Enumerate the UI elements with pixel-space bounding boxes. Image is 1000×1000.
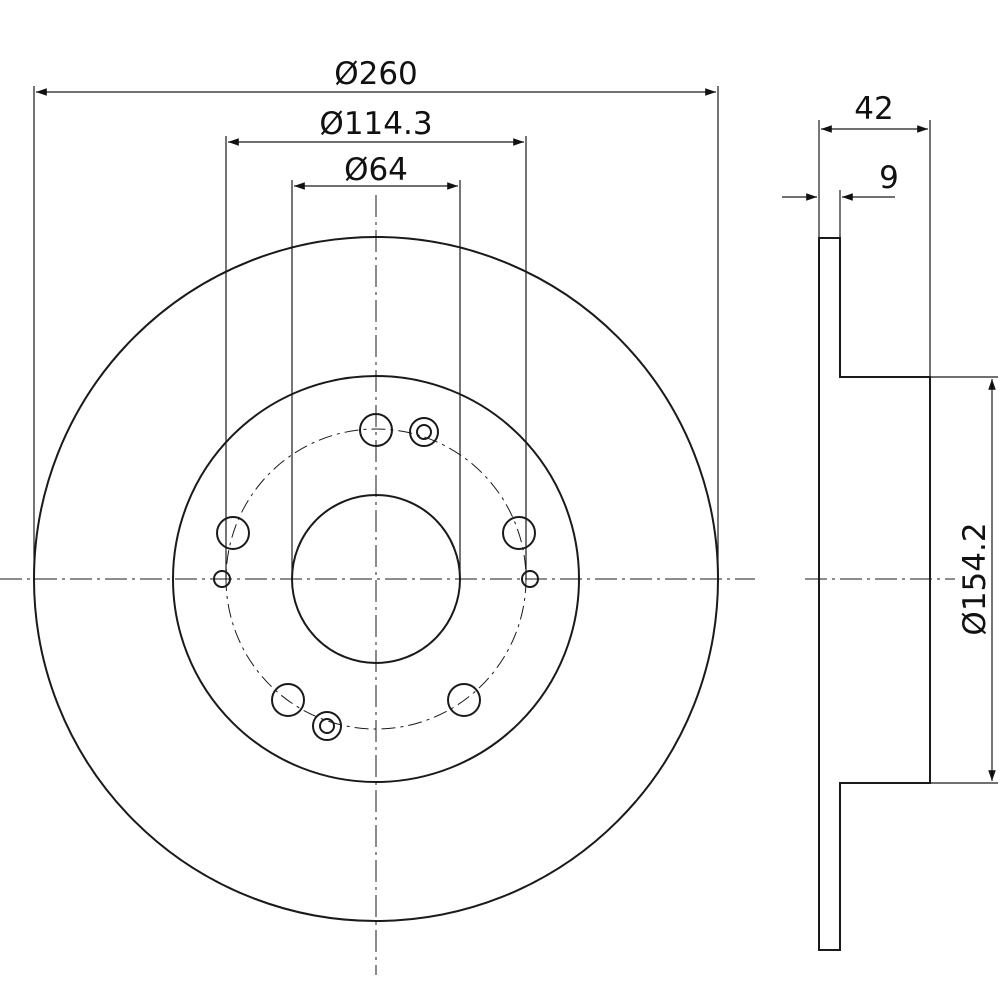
screw-hole-inner — [319, 718, 335, 734]
bolt-hole — [502, 516, 536, 550]
center-bore-diameter-label: Ø64 — [344, 152, 408, 188]
thickness-label: 9 — [879, 160, 899, 196]
screw-hole-outer — [312, 711, 342, 741]
bolt-hole — [216, 516, 250, 550]
outer-diameter-label: Ø260 — [334, 56, 418, 92]
hat-diameter-label: Ø154.2 — [957, 522, 993, 635]
bolt-circle-diameter-label: Ø114.3 — [319, 106, 432, 142]
location-hole — [521, 570, 539, 588]
front-view: Ø260 Ø114.3 Ø64 — [0, 56, 755, 975]
height-label: 42 — [854, 91, 893, 127]
side-view: 42 9 Ø154.2 — [782, 91, 998, 951]
bolt-hole — [359, 413, 393, 447]
bolt-hole — [447, 683, 481, 717]
location-hole — [213, 570, 231, 588]
hat-circle — [172, 375, 580, 783]
bolt-hole — [271, 683, 305, 717]
screw-hole-outer — [409, 417, 439, 447]
bolt-pitch-circle — [225, 428, 527, 730]
screw-hole-inner — [416, 424, 432, 440]
disc-side-profile — [818, 237, 931, 951]
